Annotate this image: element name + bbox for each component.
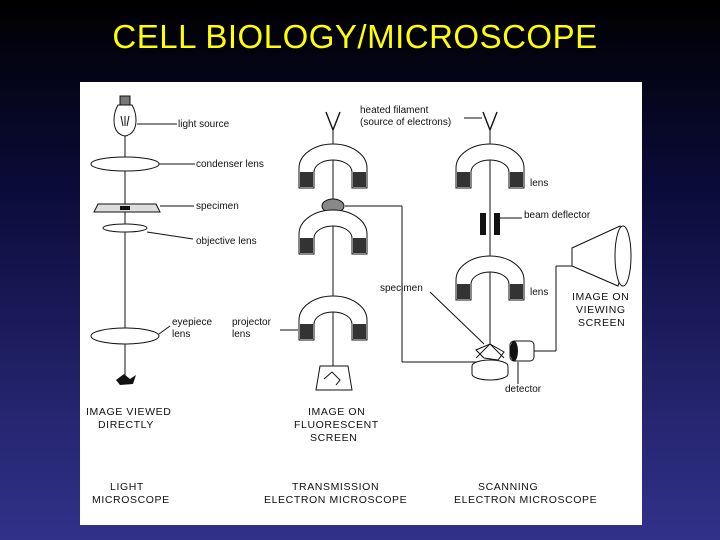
fluorescent-screen-icon <box>315 365 353 391</box>
tem-magnet-lens-1 <box>298 143 368 189</box>
label-lens-sem-lower: lens <box>530 287 548 298</box>
label-condenser-lens: condenser lens <box>196 159 264 170</box>
caption-sem-1: SCANNING <box>478 481 538 493</box>
caption-sem-2: ELECTRON MICROSCOPE <box>454 494 597 506</box>
sem-filament-icon <box>482 111 498 132</box>
leader-objective <box>146 231 194 240</box>
label-light-source: light source <box>178 119 230 130</box>
label-heated-filament-1: heated filament <box>360 105 429 116</box>
sem-magnet-lens-2 <box>455 255 525 301</box>
label-image-fluor-2: FLUORESCENT <box>294 419 379 431</box>
label-lens-sem-upper: lens <box>530 178 548 189</box>
tem-filament-icon <box>325 111 341 132</box>
label-image-direct-2: DIRECTLY <box>98 419 154 431</box>
transmission-electron-microscope: heated filament (source of electrons) pr… <box>232 105 451 444</box>
tem-magnet-lens-3 <box>298 295 368 341</box>
beam-deflector-right <box>494 213 500 235</box>
label-eyepiece-1: eyepiece <box>172 317 212 328</box>
label-image-viewing-2: VIEWING <box>576 304 626 316</box>
label-projector-2: lens <box>232 329 250 340</box>
condenser-lens-shape <box>90 156 160 172</box>
label-eyepiece-2: lens <box>172 329 190 340</box>
label-specimen-sem: specimen <box>380 283 423 294</box>
caption-light-2: MICROSCOPE <box>92 494 170 506</box>
leader-specimen-sem <box>429 291 485 345</box>
label-projector-1: projector <box>232 317 272 328</box>
label-image-viewing-3: SCREEN <box>578 317 625 329</box>
light-bulb-icon <box>113 95 137 137</box>
eye-icon <box>116 374 136 385</box>
caption-tem-1: TRANSMISSION <box>292 481 379 493</box>
scanning-electron-microscope: lens beam deflector lens specimen <box>380 111 632 395</box>
label-objective-lens: objective lens <box>196 236 257 247</box>
microscope-diagram-svg: light source condenser lens specimen obj… <box>86 95 632 506</box>
beam-deflector-left <box>480 213 486 235</box>
label-detector: detector <box>505 384 542 395</box>
label-heated-filament-2: (source of electrons) <box>360 117 451 128</box>
light-microscope: light source condenser lens specimen obj… <box>86 95 264 431</box>
eyepiece-lens-shape <box>90 327 160 345</box>
label-beam-deflector: beam deflector <box>524 210 591 221</box>
label-image-direct-1: IMAGE VIEWED <box>86 406 171 418</box>
crt-viewing-screen-icon <box>571 225 632 287</box>
sem-magnet-lens-1 <box>455 143 525 189</box>
detector-icon <box>509 340 535 362</box>
label-specimen-light: specimen <box>196 201 239 212</box>
sem-specimen-stage <box>471 343 509 381</box>
label-image-fluor-3: SCREEN <box>310 432 357 444</box>
objective-lens-shape <box>102 223 148 233</box>
specimen-slide <box>93 203 161 213</box>
label-image-fluor-1: IMAGE ON <box>308 406 365 418</box>
microscope-diagram: light source condenser lens specimen obj… <box>80 82 642 525</box>
label-image-viewing-1: IMAGE ON <box>572 291 629 303</box>
leader-eyepiece <box>158 325 171 335</box>
tem-magnet-lens-2 <box>298 209 368 255</box>
caption-tem-2: ELECTRON MICROSCOPE <box>264 494 407 506</box>
slide-title: CELL BIOLOGY/MICROSCOPE <box>112 18 598 55</box>
caption-light-1: LIGHT <box>110 481 144 493</box>
fluorescent-image-mark <box>323 371 341 386</box>
